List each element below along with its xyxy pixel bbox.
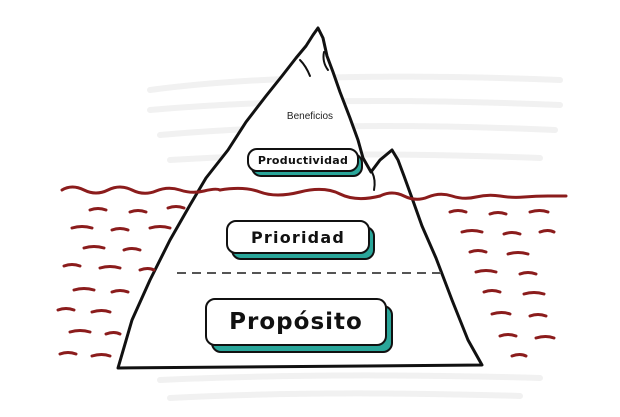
- peak-detail-strokes: [299, 51, 376, 191]
- water-line-behind-iceberg: [218, 186, 382, 201]
- benefits-label: Beneficios: [286, 111, 334, 122]
- priority-level-label: Prioridad: [226, 220, 370, 254]
- water-dashes-left: [56, 205, 186, 358]
- water-dashes-right: [448, 209, 556, 358]
- productivity-level-label: Productividad: [247, 148, 359, 172]
- water-surface-line: [60, 185, 568, 201]
- purpose-level-label: Propósito: [205, 298, 387, 346]
- iceberg-body: [116, 26, 484, 370]
